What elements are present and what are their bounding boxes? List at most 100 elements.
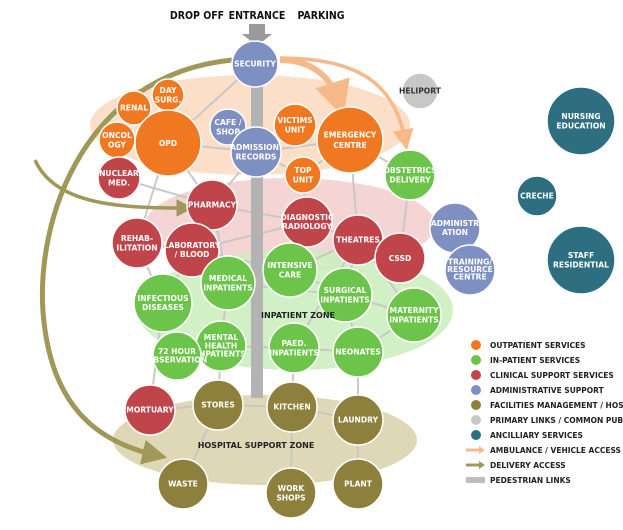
node-label: OBSTETRICS <box>383 166 436 175</box>
legend-swatch <box>471 340 481 350</box>
node-label: HELIPORT <box>399 86 442 95</box>
node-label: INFECTIOUS <box>137 294 188 303</box>
node-circle <box>133 273 193 333</box>
node-label: DIAGNOSTIC <box>280 213 334 222</box>
node-opd: OPD <box>134 109 202 177</box>
legend-label: DELIVERY ACCESS <box>490 461 566 470</box>
node-neonates: NEONATES <box>332 326 384 378</box>
node-circle <box>332 458 384 510</box>
node-label: RENAL <box>120 104 148 113</box>
ambulance-access-arrow-emergency <box>279 57 350 118</box>
legend-item-delivery: DELIVERY ACCESS <box>466 461 566 470</box>
legend-label: AMBULANCE / VEHICLE ACCESS <box>490 446 621 455</box>
legend-item-outpatient: OUTPATIENT SERVICES <box>471 340 586 350</box>
legend-swatch <box>471 370 481 380</box>
node-circle <box>401 72 439 110</box>
node-circle <box>546 225 616 295</box>
node-circle <box>546 86 616 156</box>
pedestrian-spine <box>251 46 263 398</box>
node-label: SHOP <box>216 127 240 136</box>
inpatient-zone-label: INPATIENT ZONE <box>261 311 335 320</box>
legend-item-facilities: FACILITIES MANAGEMENT / HOSPITAL SUPPORT <box>471 400 623 410</box>
legend-label: CLINICAL SUPPORT SERVICES <box>490 371 614 380</box>
node-circle <box>152 331 202 381</box>
node-circle <box>332 394 384 446</box>
node-label: DAY <box>160 86 177 95</box>
node-label: / BLOOD <box>175 250 210 259</box>
node-label: SURGICAL <box>324 286 367 295</box>
node-circle <box>374 232 426 284</box>
node-label: MATERNITY <box>390 306 439 315</box>
node-label: MENTAL <box>204 333 239 342</box>
node-label: LABORATORY <box>164 241 221 250</box>
node-cssd: CSSD <box>374 232 426 284</box>
node-circle <box>386 287 442 343</box>
node-circle <box>200 255 256 311</box>
node-circle <box>164 222 220 278</box>
node-label: INPATIENTS <box>389 315 439 324</box>
node-renal: RENAL <box>116 90 152 126</box>
parking-label: PARKING <box>297 10 344 22</box>
node-paed: PAED.INPATIENTS <box>268 322 320 374</box>
node-label: RECORDS <box>236 152 277 161</box>
node-waste: WASTE <box>157 458 209 510</box>
delivery-access-arrow-pharmacy <box>33 159 194 217</box>
node-circle <box>317 267 373 323</box>
node-label: INPATIENTS <box>269 348 319 357</box>
node-label: UNIT <box>293 175 314 184</box>
node-admission: ADMISSION.RECORDS <box>230 126 282 178</box>
node-circle <box>268 322 320 374</box>
node-circle <box>157 458 209 510</box>
node-label: REHAB- <box>121 234 153 243</box>
drop-off-label: DROP OFF <box>170 10 224 22</box>
legend-swatch <box>471 355 481 365</box>
legend-label: OUTPATIENT SERVICES <box>490 341 586 350</box>
node-circle <box>231 40 279 88</box>
node-label: SHOPS <box>276 494 305 503</box>
node-label: INPATIENTS <box>320 295 370 304</box>
node-label: ADMISSION. <box>230 143 282 152</box>
node-stores: STORES <box>192 379 244 431</box>
node-label: ATION <box>442 228 468 237</box>
legend-label: FACILITIES MANAGEMENT / HOSPITAL SUPPORT <box>490 401 623 410</box>
node-label: HEALTH <box>205 341 238 350</box>
legend-label: ANCILLIARY SERVICES <box>490 431 583 440</box>
legend-swatch <box>471 400 481 410</box>
legend-swatch <box>471 415 481 425</box>
node-label: STAFF <box>568 251 594 260</box>
node-circle <box>284 156 322 194</box>
node-label: MEDICAL <box>209 274 247 283</box>
node-circle <box>281 196 333 248</box>
node-label: RADIOLOGY <box>282 222 332 231</box>
legend-label: PEDESTRIAN LINKS <box>490 476 571 485</box>
node-circle <box>265 467 317 519</box>
node-label: MORTUARY <box>126 406 174 415</box>
node-label: 72 HOUR <box>158 347 196 356</box>
node-label: NURSING <box>561 112 600 121</box>
node-rehab: REHAB-ILITATION <box>111 217 163 269</box>
node-label: WORK <box>278 484 306 493</box>
node-circle <box>262 242 318 298</box>
legend-label: IN-PATIENT SERVICES <box>490 356 580 365</box>
node-circle <box>444 244 496 296</box>
node-circle <box>111 217 163 269</box>
node-label: SECURITY <box>234 60 276 69</box>
legend-swatch <box>466 461 485 469</box>
node-circle <box>134 109 202 177</box>
node-circle <box>516 175 558 217</box>
node-label: TOP <box>294 166 312 175</box>
node-label: CSSD <box>389 254 412 263</box>
node-label: RESOURCE <box>447 265 493 274</box>
node-circle <box>186 179 238 231</box>
